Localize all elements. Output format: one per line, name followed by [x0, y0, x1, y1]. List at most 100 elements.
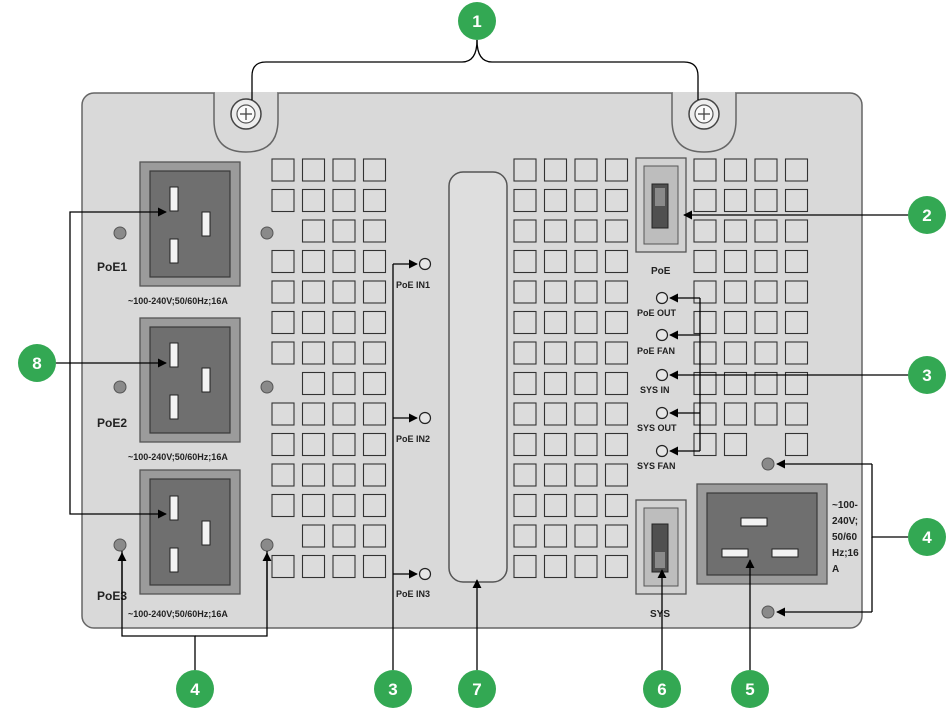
sys-in-label: SYS IN	[640, 385, 670, 395]
vent-hole	[574, 493, 598, 518]
poe2-socket[interactable]	[139, 317, 241, 443]
vent-hole	[693, 219, 717, 243]
callout-number: 1	[472, 12, 481, 31]
vent-hole	[301, 188, 326, 213]
vent-hole	[271, 280, 295, 304]
vent-hole	[574, 524, 598, 548]
vent-hole	[604, 463, 629, 487]
vent-hole	[693, 280, 717, 304]
vent-hole	[543, 158, 568, 182]
sys-switch-label: SYS	[650, 609, 670, 620]
poe-fan-label: PoE FAN	[637, 346, 675, 356]
vent-hole	[604, 432, 629, 457]
vent-hole	[543, 188, 568, 213]
callout-number: 3	[388, 680, 397, 699]
vent-hole	[574, 158, 598, 182]
sys-fan-label: SYS FAN	[637, 461, 676, 471]
callout-2: 2	[908, 196, 946, 234]
vent-hole	[513, 310, 537, 335]
vent-hole	[301, 524, 326, 548]
vent-hole	[543, 219, 568, 243]
callout-number: 2	[922, 206, 931, 225]
vent-hole	[754, 341, 778, 365]
vent-hole	[332, 219, 356, 243]
vent-hole	[574, 249, 598, 274]
vent-hole	[271, 310, 295, 335]
vent-hole	[301, 280, 326, 304]
vent-hole	[543, 341, 568, 365]
vent-hole	[362, 493, 387, 518]
vent-hole	[362, 249, 387, 274]
poe2-label: PoE2	[97, 416, 127, 430]
vent-hole	[301, 493, 326, 518]
callout-number: 8	[32, 354, 41, 373]
callout-5: 5	[731, 670, 769, 708]
vent-hole	[271, 402, 295, 426]
vent-hole	[604, 524, 629, 548]
callout-number: 5	[745, 680, 754, 699]
callout-1: 1	[458, 2, 496, 40]
vent-hole	[574, 463, 598, 487]
callout-number: 4	[190, 680, 200, 699]
sys-rating-line: 240V;	[832, 516, 858, 527]
vent-hole	[693, 158, 717, 182]
vent-hole	[362, 188, 387, 213]
vent-hole	[513, 188, 537, 213]
vent-hole	[693, 402, 717, 426]
sys-inlet-rating: ~100- 240V; 50/60 Hz;16 A	[832, 500, 861, 575]
vent-hole	[513, 432, 537, 457]
vent-hole	[513, 371, 537, 396]
vent-hole	[332, 463, 356, 487]
vent-hole	[362, 158, 387, 182]
vent-hole	[301, 310, 326, 335]
poe-in3-label: PoE IN3	[396, 589, 430, 599]
poe1-socket[interactable]	[139, 161, 241, 287]
vent-hole	[723, 341, 748, 365]
vent-hole	[784, 310, 809, 335]
vent-hole	[574, 280, 598, 304]
vent-hole	[332, 432, 356, 457]
vent-hole	[754, 219, 778, 243]
poe-switch-label: PoE	[651, 266, 671, 277]
vent-hole	[543, 249, 568, 274]
poe1-rating: ~100-240V;50/60Hz;16A	[128, 296, 228, 306]
vent-hole	[332, 280, 356, 304]
sys-power-inlet[interactable]	[696, 483, 828, 585]
vent-hole	[754, 371, 778, 396]
poe3-label: PoE3	[97, 589, 127, 603]
vent-hole	[362, 524, 387, 548]
vent-hole	[301, 219, 326, 243]
sys-power-switch[interactable]	[635, 499, 687, 595]
vent-hole	[574, 310, 598, 335]
vent-hole	[723, 371, 748, 396]
sys-rating-line: A	[832, 564, 839, 575]
vent-hole	[332, 524, 356, 548]
vent-hole	[543, 310, 568, 335]
poe-power-switch[interactable]	[635, 157, 687, 253]
vent-hole	[332, 310, 356, 335]
vent-hole	[754, 280, 778, 304]
vent-hole	[513, 554, 537, 579]
vent-hole	[362, 219, 387, 243]
captive-screw-right-icon	[688, 98, 720, 130]
vent-hole	[604, 280, 629, 304]
vent-hole	[301, 432, 326, 457]
vent-hole	[784, 280, 809, 304]
callout-7: 7	[458, 670, 496, 708]
poe1-label: PoE1	[97, 260, 127, 274]
vent-hole	[784, 188, 809, 213]
sys-out-label: SYS OUT	[637, 423, 677, 433]
vent-hole	[574, 219, 598, 243]
poe3-socket[interactable]	[139, 469, 241, 595]
callout-6: 6	[643, 670, 681, 708]
vent-hole	[301, 371, 326, 396]
vent-hole	[332, 158, 356, 182]
poe-out-label: PoE OUT	[637, 308, 677, 318]
vent-hole	[604, 219, 629, 243]
handle[interactable]	[448, 171, 508, 583]
vent-hole	[604, 341, 629, 365]
vent-hole	[301, 554, 326, 579]
vent-hole	[604, 493, 629, 518]
vent-hole	[693, 249, 717, 274]
callout-3-right: 3	[908, 356, 946, 394]
